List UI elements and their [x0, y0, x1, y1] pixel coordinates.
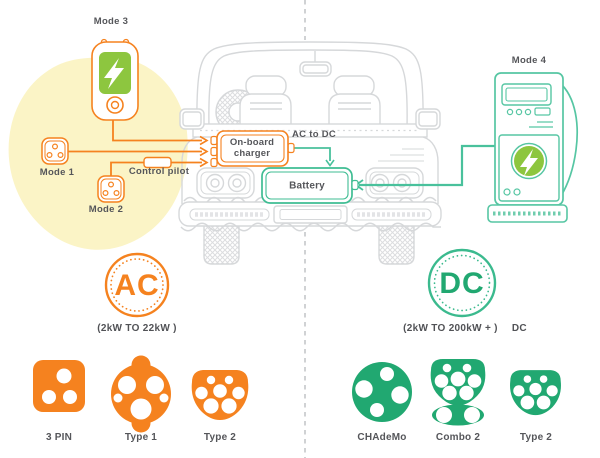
lightning-bolt-icon — [520, 149, 538, 176]
mode3-wallbox-icon — [91, 38, 139, 121]
ac-to-dc-label: AC to DC — [292, 129, 337, 140]
connector-label-chademo: CHAdeMo — [357, 432, 407, 443]
ac-power-range: (2kW TO 22kW ) — [97, 323, 177, 334]
three-pin-connector-icon — [33, 360, 85, 412]
chademo-connector-icon — [352, 362, 412, 422]
ac-to-dc-arrow — [325, 159, 335, 167]
combo2-connector-icon — [430, 359, 486, 426]
lightning-bolt-icon — [104, 58, 124, 89]
control-pilot-label: Control pilot — [128, 166, 190, 177]
mode4-charging-station-icon — [487, 72, 579, 223]
seat-left-headrest — [245, 75, 287, 97]
type2-dc-connector-icon — [510, 370, 561, 416]
type1-connector-icon — [111, 355, 171, 433]
headlight-right — [365, 167, 424, 199]
station-cable — [555, 79, 579, 197]
car-windshield — [208, 49, 408, 129]
connector-label-type2-ac: Type 2 — [203, 432, 237, 443]
dc-badge-ring — [427, 248, 497, 318]
seat-right-headrest — [333, 75, 375, 97]
mode2-socket-icon — [97, 175, 125, 203]
side-mirror-right — [415, 108, 441, 130]
mode2-label: Mode 2 — [88, 204, 124, 215]
connector-label-type1: Type 1 — [124, 432, 158, 443]
mode1-socket-icon — [41, 137, 69, 165]
dc-badge: DC — [439, 267, 485, 300]
ac-badge: AC — [114, 269, 160, 302]
dc-power-range: (2kW TO 200kW + )DC — [403, 323, 527, 334]
mode3-wire — [112, 120, 202, 142]
connector-label-type2-dc: Type 2 — [519, 432, 553, 443]
ac-to-dc-cable — [294, 147, 335, 167]
battery-label: Battery — [289, 180, 325, 192]
rearview-mirror — [299, 61, 332, 77]
onboard-charger-box — [210, 130, 295, 168]
connector-label-3pin: 3 PIN — [45, 432, 73, 443]
connector-label-combo2: Combo 2 — [435, 432, 481, 443]
car-illustration — [178, 41, 442, 265]
type2-ac-connector-icon — [191, 370, 249, 420]
mode1-label: Mode 1 — [39, 167, 75, 178]
mode4-label: Mode 4 — [511, 55, 547, 66]
license-plate — [273, 205, 348, 224]
battery-box — [261, 167, 359, 204]
side-mirror-left — [179, 108, 205, 130]
ac-badge-ring — [104, 252, 170, 318]
ac-highlight-blob — [8, 56, 188, 250]
onboard-charger-label: On-board charger — [229, 137, 275, 159]
mode3-label: Mode 3 — [93, 16, 129, 27]
control-pilot-box — [143, 156, 172, 169]
